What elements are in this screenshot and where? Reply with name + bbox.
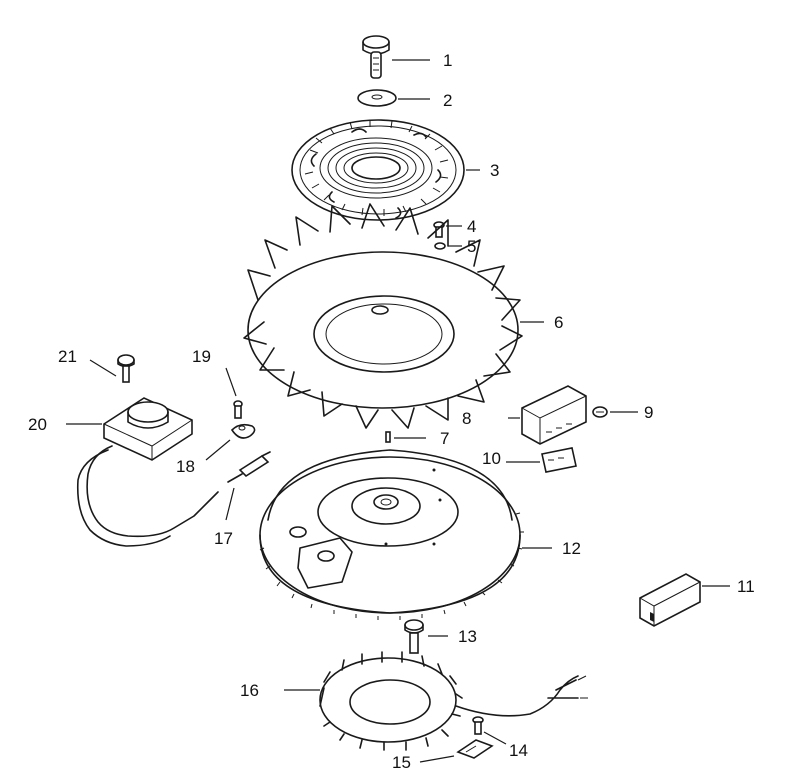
part-3-cover-plate bbox=[291, 119, 465, 221]
callout-3: 3 bbox=[490, 161, 499, 180]
part-19-screw bbox=[233, 400, 243, 419]
part-21-screw bbox=[117, 354, 135, 383]
part-14-screw bbox=[472, 716, 484, 735]
part-12-flywheel bbox=[259, 449, 524, 620]
callout-15: 15 bbox=[392, 753, 411, 772]
callout-21: 21 bbox=[58, 347, 77, 366]
callout-8: 8 bbox=[462, 409, 471, 428]
callout-17: 17 bbox=[214, 529, 233, 548]
callout-7: 7 bbox=[440, 429, 449, 448]
part-8-module bbox=[521, 385, 587, 445]
callout-10: 10 bbox=[482, 449, 501, 468]
callout-20: 20 bbox=[28, 415, 47, 434]
part-15-clamp bbox=[456, 739, 494, 759]
callout-14: 14 bbox=[509, 741, 528, 760]
callout-labels: 1 2 3 4 5 6 7 8 9 10 11 12 13 14 15 16 1… bbox=[28, 51, 755, 772]
leader-lines bbox=[66, 59, 730, 763]
callout-11: 11 bbox=[737, 577, 755, 596]
part-2-washer bbox=[357, 89, 397, 107]
part-17-terminal bbox=[227, 451, 271, 483]
callout-16: 16 bbox=[240, 681, 259, 700]
part-5-washer bbox=[434, 242, 446, 250]
part-13-bolt bbox=[404, 619, 424, 654]
part-1-screw bbox=[362, 35, 390, 79]
callout-13: 13 bbox=[458, 627, 477, 646]
callout-18: 18 bbox=[176, 457, 195, 476]
part-20-ignition-coil bbox=[76, 397, 219, 547]
callout-1: 1 bbox=[443, 51, 452, 70]
callout-2: 2 bbox=[443, 91, 452, 110]
part-9-screw bbox=[592, 406, 608, 418]
callout-4: 4 bbox=[467, 217, 476, 236]
part-7-key bbox=[385, 431, 391, 443]
part-16-stator bbox=[319, 651, 588, 751]
callout-12: 12 bbox=[562, 539, 581, 558]
part-11-bracket bbox=[639, 573, 701, 627]
callout-6: 6 bbox=[554, 313, 563, 332]
callout-19: 19 bbox=[192, 347, 211, 366]
callout-9: 9 bbox=[644, 403, 653, 422]
part-6-fan-impeller bbox=[243, 203, 523, 429]
callout-5: 5 bbox=[467, 237, 476, 256]
part-10-connector bbox=[541, 447, 577, 473]
part-18-ground-clip bbox=[230, 423, 256, 439]
